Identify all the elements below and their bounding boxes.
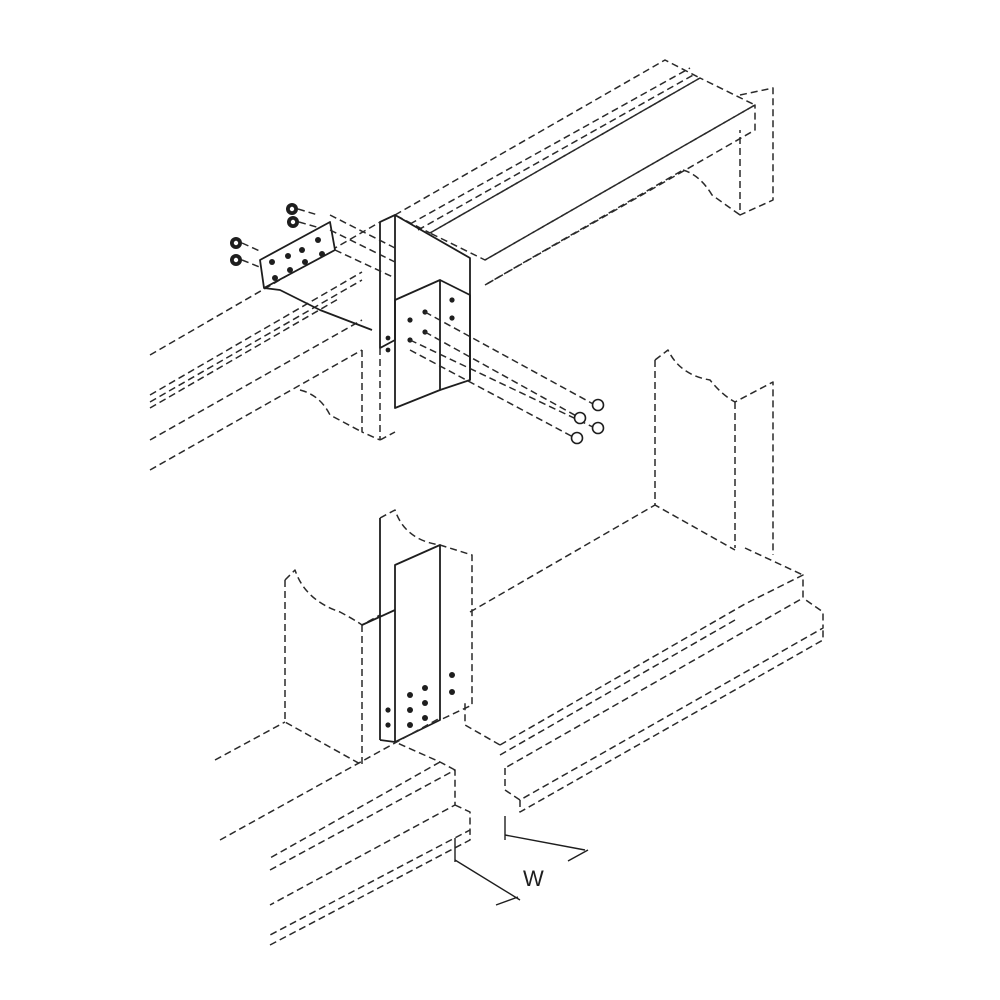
right-base-slab bbox=[464, 504, 824, 813]
right-bolt-set bbox=[409, 311, 605, 445]
bolt-icon bbox=[286, 203, 298, 215]
bolt-icon bbox=[230, 254, 242, 266]
bolt-icon bbox=[230, 237, 242, 249]
left-bolt-set bbox=[230, 203, 321, 269]
left-base-slab bbox=[214, 717, 471, 946]
bolt-icon bbox=[287, 216, 299, 228]
dimension-label: W bbox=[523, 866, 544, 891]
left-lower-post bbox=[284, 509, 473, 766]
lower-frame-post bbox=[361, 518, 455, 743]
plate-alignment-lines bbox=[329, 214, 396, 279]
bolt-icon bbox=[573, 411, 587, 425]
dimension-w: W bbox=[454, 816, 589, 906]
right-rear-post bbox=[654, 349, 774, 555]
splice-plate bbox=[259, 221, 373, 331]
bolt-icon bbox=[591, 398, 605, 412]
upper-frame-post bbox=[361, 214, 471, 441]
bolt-icon bbox=[570, 431, 584, 445]
upper-cross-beam bbox=[394, 59, 774, 286]
bolt-icon bbox=[591, 421, 605, 435]
